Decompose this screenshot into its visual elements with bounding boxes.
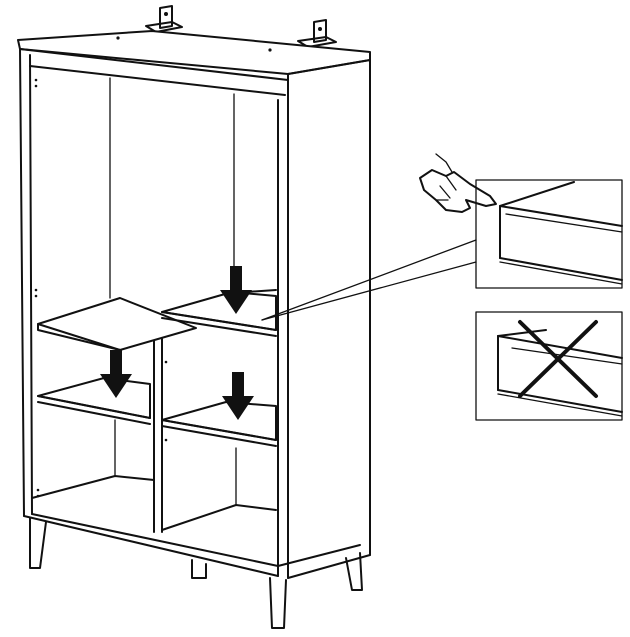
pointing-hand-icon (419, 153, 497, 213)
down-arrow-icon (220, 266, 252, 314)
cabinet-top (17, 30, 371, 81)
incorrect-edge-detail (475, 311, 623, 421)
cabinet-body (19, 48, 371, 579)
shelf-lower-right (161, 401, 277, 447)
down-arrow-icon (100, 350, 132, 398)
down-arrow-icon (222, 372, 254, 420)
shelf-upper-right (161, 289, 277, 337)
correct-edge-detail (475, 179, 623, 289)
detail-callout (261, 239, 477, 321)
cross-mark-icon (518, 320, 598, 398)
wall-bracket-left-icon (145, 5, 183, 33)
shelf-upper-left (37, 297, 197, 351)
wall-bracket-right-icon (297, 19, 337, 48)
shelf-lower-left (37, 377, 151, 425)
cabinet-legs (29, 517, 363, 629)
